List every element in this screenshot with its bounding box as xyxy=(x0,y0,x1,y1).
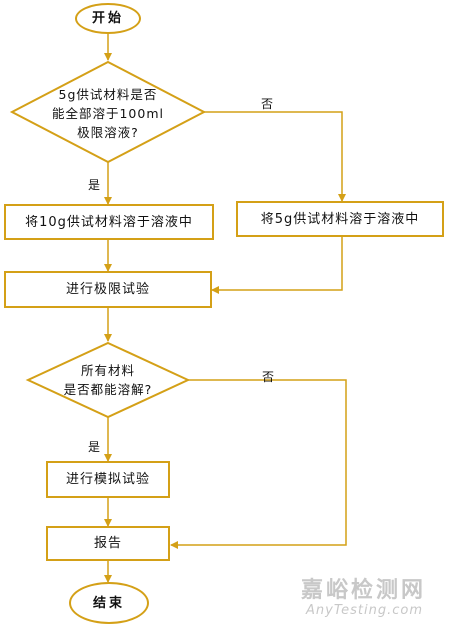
edge-decision2-no xyxy=(170,379,347,549)
dissolve-5g-step: 将5g供试材料溶于溶液中 xyxy=(236,201,444,237)
limit-test-step: 进行极限试验 xyxy=(4,271,212,308)
report-step: 报告 xyxy=(46,526,170,561)
decision1-no-label: 否 xyxy=(261,97,274,111)
decision2-text: 所有材料 是否都能溶解? xyxy=(63,363,153,397)
edge-decision1-no xyxy=(204,111,346,202)
decision1-yes-label: 是 xyxy=(88,178,101,192)
watermark-cn: 嘉峪检测网 xyxy=(301,578,427,603)
simulation-test-step: 进行模拟试验 xyxy=(46,461,170,498)
decision1-text: 5g供试材料是否 能全部溶于100ml 极限溶液? xyxy=(51,86,164,140)
dissolve-10g-step: 将10g供试材料溶于溶液中 xyxy=(4,204,214,240)
start-node: 开始 xyxy=(75,3,141,34)
watermark-en: AnyTesting.com xyxy=(306,603,424,618)
decision2-yes-label: 是 xyxy=(88,440,101,454)
end-node: 结束 xyxy=(69,582,149,624)
edge-5g-limit xyxy=(211,236,343,294)
decision2-no-label: 否 xyxy=(262,370,275,384)
